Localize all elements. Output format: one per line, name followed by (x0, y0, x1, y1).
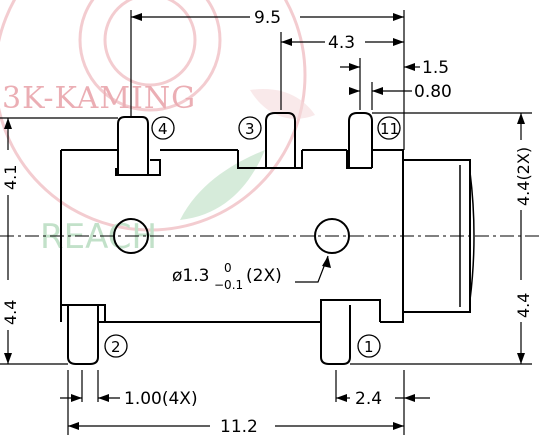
dim-overall-top: 9.5 (254, 8, 281, 28)
watermark-ring-core (103, 0, 197, 87)
watermark-leaf-icon-2 (250, 89, 315, 119)
dim-pin-offset-bottom: 2.4 (355, 389, 382, 409)
pin-2-base (61, 304, 106, 322)
dim-hole-tol-lower: −0.1 (214, 278, 243, 292)
watermark-ring-inner (78, 0, 222, 112)
pin-1-base (320, 299, 381, 322)
dim-upper-height: 4.1 (1, 165, 20, 190)
pin-label-3: 3 (245, 120, 255, 138)
pin-label-2: 2 (111, 338, 121, 356)
dim-hole-count: (2X) (246, 266, 282, 286)
pin-1-outline (320, 305, 351, 365)
pin-label-2-circle (104, 334, 128, 358)
pin-label-1: 1 (364, 338, 374, 356)
pin-2-outline (67, 305, 99, 365)
pin-11-base (346, 150, 372, 169)
pin-label-11-circle (377, 116, 401, 140)
plug-tip (469, 171, 475, 301)
pin-label-3-circle (238, 116, 262, 140)
dim-hole-diameter: ø1.3 (172, 266, 209, 286)
pin-label-4-circle (151, 116, 175, 140)
dim-hole-tol-upper: 0 (224, 261, 232, 275)
dim-pin-spacing-top: 4.3 (328, 33, 355, 53)
pin-4-outline (117, 116, 149, 175)
dim-pin-width-a: 1.5 (422, 58, 449, 78)
arrowheads (4, 13, 525, 430)
pin-4-base (115, 159, 161, 176)
hole-right (314, 218, 350, 254)
dim-right-lower: 4.4 (514, 293, 533, 318)
watermark-company-text: 3K-KAMING (2, 81, 196, 116)
pin-3-outline (265, 112, 296, 168)
dim-right-upper: 4.4(2X) (514, 147, 533, 206)
pin-3-base (237, 150, 303, 169)
watermark-reach-text: REACH (40, 217, 157, 257)
pin-labels (104, 116, 401, 358)
dim-overall-bottom: 11.2 (220, 417, 258, 437)
pin-label-1-circle (357, 334, 381, 358)
watermark-ring-outer (0, 0, 307, 232)
pin-11-outline (348, 112, 373, 168)
dim-pin-width-bottom: 1.00(4X) (124, 389, 198, 409)
pin-label-4: 4 (158, 120, 168, 138)
watermark-leaf-icon (180, 150, 265, 220)
dim-lower-height-left: 4.4 (1, 300, 20, 325)
pin-label-11: 11 (380, 120, 399, 138)
dim-pin-width-b: 0.80 (414, 82, 452, 102)
